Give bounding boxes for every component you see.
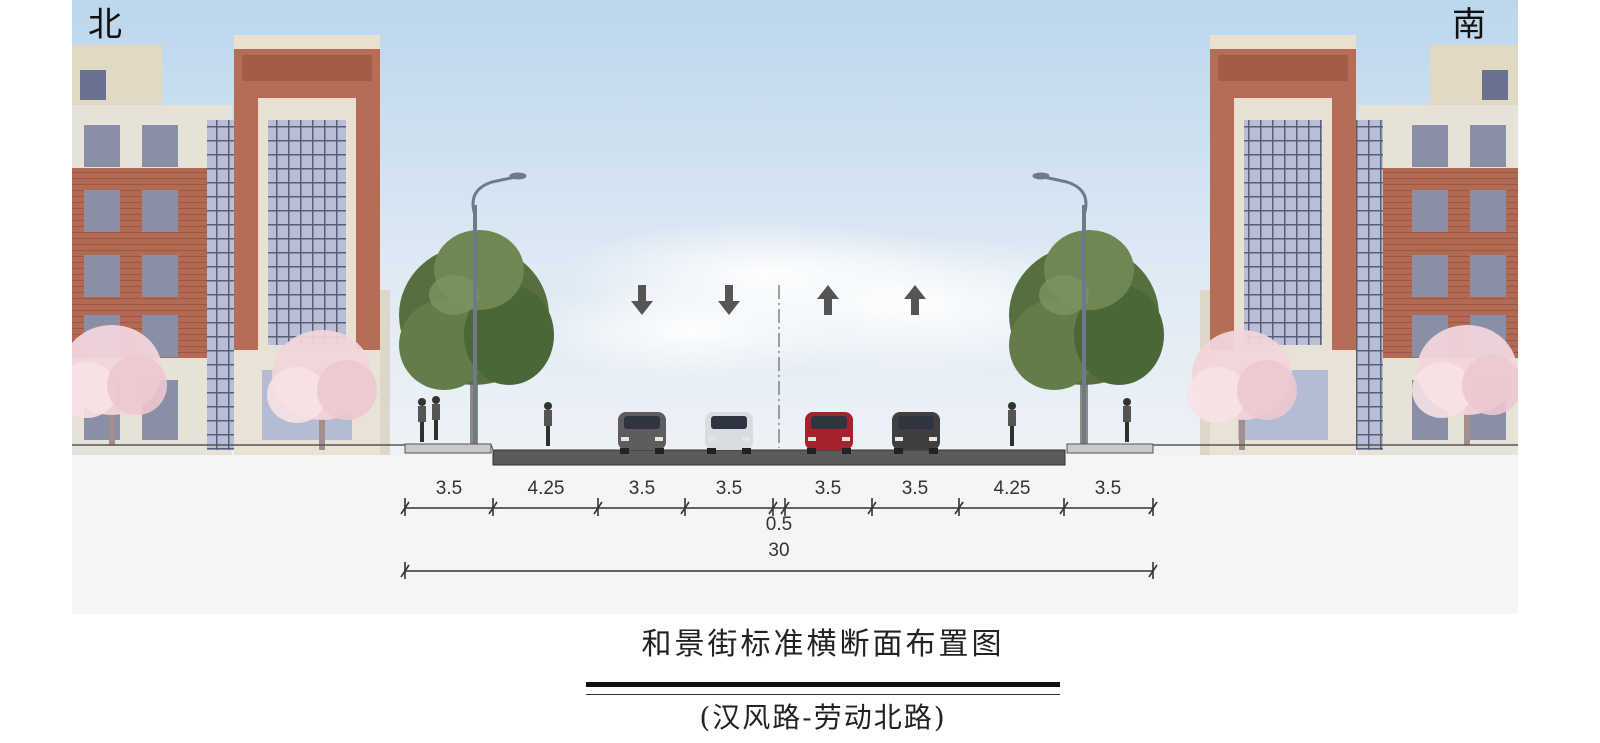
diagram-caption: 和景街标准横断面布置图 (汉风路-劳动北路)	[586, 627, 1060, 732]
compass-north-label: 北	[88, 5, 122, 45]
lane-width-label: 3.5	[1094, 478, 1122, 499]
arrow-up-icon	[817, 285, 839, 315]
lane-width-label: 3.5	[628, 478, 656, 499]
arrow-down-icon	[718, 285, 740, 315]
street-lamp-icon	[471, 172, 527, 446]
median-width-label: 0.5	[765, 514, 793, 535]
street-lamp-icon	[1032, 172, 1088, 446]
left-buildings	[72, 35, 390, 455]
arrow-up-icon	[904, 285, 926, 315]
title-underline-thick	[586, 682, 1060, 687]
total-width-label: 30	[768, 540, 790, 561]
lane-width-label: 3.5	[715, 478, 743, 499]
lane-width-label: 3.5	[814, 478, 842, 499]
title-underline-thin	[586, 694, 1060, 695]
compass-south-label: 南	[1452, 5, 1486, 45]
car-icon	[805, 412, 853, 454]
lane-width-label: 4.25	[527, 478, 565, 499]
lane-width-label: 3.5	[901, 478, 929, 499]
lane-width-label: 4.25	[993, 478, 1031, 499]
diagram-title: 和景街标准横断面布置图	[641, 627, 1005, 662]
car-icon	[705, 412, 753, 454]
arrow-down-icon	[631, 285, 653, 315]
car-icon	[618, 412, 666, 454]
street-cross-section-scene: 北 南 3.5 4.25 3.5 3.5 0.5 3.5 3.5 4.25 3.…	[72, 0, 1518, 614]
diagram-subtitle: (汉风路-劳动北路)	[699, 701, 947, 734]
lane-width-label: 3.5	[435, 478, 463, 499]
road-profile	[72, 443, 1518, 466]
car-icon	[892, 412, 940, 454]
dimension-lines	[400, 498, 1158, 579]
